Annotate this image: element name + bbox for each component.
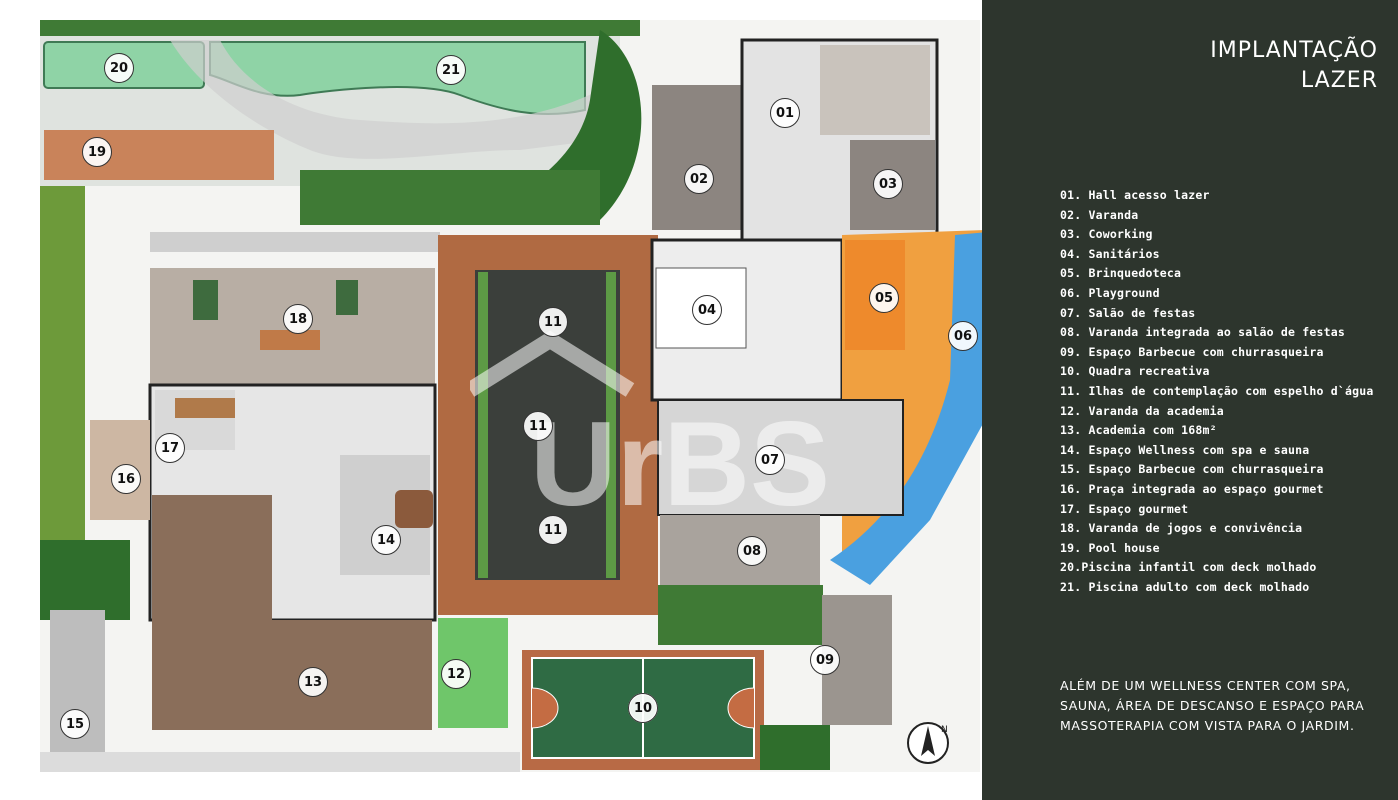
legend-item: 01. Hall acesso lazer [1060,188,1210,202]
legend-item: 14. Espaço Wellness com spa e sauna [1060,442,1310,457]
description-line-2: SAUNA, ÁREA DE DESCANSO E ESPAÇO PARA [1060,698,1365,713]
walkway-bottom [40,752,520,772]
map-label-03: 03 [873,169,903,199]
watermark-text: UrBS [530,397,830,520]
title-line-1: IMPLANTAÇÃO [1210,38,1378,63]
varanda-02 [652,85,742,230]
legend-item: 11. Ilhas de contemplação com espelho d`… [1060,383,1374,398]
hedge-top [40,20,640,36]
trees-left [40,540,130,620]
legend-item: 15. Espaço Barbecue com churrasqueira [1060,462,1324,477]
legend-item: 04. Sanitários [1060,246,1160,261]
court-key-left [531,687,559,729]
trees-bottom [760,725,830,770]
legend-item: 09. Espaço Barbecue com churrasqueira [1060,344,1324,359]
map-label-16: 16 [111,464,141,494]
legend-item: 16. Praça integrada ao espaço gourmet [1060,481,1324,496]
walkway-curve [170,40,600,159]
legend-item: 08. Varanda integrada ao salão de festas [1060,325,1345,340]
legend-item: 12. Varanda da academia [1060,403,1224,418]
north-compass-icon: N [907,722,949,764]
legend-list: 01. Hall acesso lazer 02. Varanda 03. Co… [1060,186,1373,597]
map-label-04: 04 [692,295,722,325]
legend-item: 07. Salão de festas [1060,305,1196,320]
deck-pool-house [44,130,274,180]
map-label-14: 14 [371,525,401,555]
legend-item: 10. Quadra recreativa [1060,364,1210,379]
court-key-right [727,687,755,729]
barbecue-15 [50,610,105,765]
game-table-2 [336,280,358,315]
map-label-12: 12 [441,659,471,689]
map-label-10: 10 [628,693,658,723]
sofa-set [260,330,320,350]
title-line-2: LAZER [1300,68,1378,93]
description-line-1: ALÉM DE UM WELLNESS CENTER COM SPA, [1060,678,1351,693]
legend-item: 05. Brinquedoteca [1060,266,1182,281]
map-label-02: 02 [684,164,714,194]
hedge-mid [300,170,600,225]
map-label-11-top: 11 [538,307,568,337]
page-title: IMPLANTAÇÃO LAZER [1210,36,1378,96]
hall-lobby [820,45,930,135]
spa-tub [395,490,433,528]
map-label-09: 09 [810,645,840,675]
legend-item: 17. Espaço gourmet [1060,501,1189,516]
map-label-13: 13 [298,667,328,697]
playground-water [830,230,1010,585]
legend-item: 13. Academia com 168m² [1060,423,1217,438]
map-label-05: 05 [869,283,899,313]
map-label-15: 15 [60,709,90,739]
legend-item: 06. Playground [1060,285,1160,300]
watermark-roof [470,330,635,397]
map-label-11-bottom: 11 [538,515,568,545]
description-line-3: MASSOTERAPIA COM VISTA PARA O JARDIM. [1060,718,1355,733]
map-label-11-mid: 11 [523,411,553,441]
gourmet-table [175,398,235,418]
map-label-20: 20 [104,53,134,83]
map-label-21: 21 [436,55,466,85]
path-top-left [150,232,440,252]
legend-item: 18. Varanda de jogos e convivência [1060,521,1303,536]
legend-item: 03. Coworking [1060,227,1153,242]
hedge-water-left [478,272,488,578]
map-label-06: 06 [948,321,978,351]
compass-label: N [941,725,948,735]
legend-item: 02. Varanda [1060,207,1139,222]
map-label-07: 07 [755,445,785,475]
map-label-08: 08 [737,536,767,566]
hedge-water-right [606,272,616,578]
map-label-19: 19 [82,137,112,167]
legend-item: 21. Piscina adulto com deck molhado [1060,579,1310,594]
map-label-17: 17 [155,433,185,463]
map-label-01: 01 [770,98,800,128]
game-table-1 [193,280,218,320]
hedge-right-bottom [658,585,823,645]
description-text: ALÉM DE UM WELLNESS CENTER COM SPA, SAUN… [1060,676,1380,736]
legend-item: 19. Pool house [1060,540,1160,555]
legend-panel: IMPLANTAÇÃO LAZER 01. Hall acesso lazer … [982,0,1398,800]
gym-floor-2 [152,620,432,730]
legend-item: 20.Piscina infantil com deck molhado [1060,560,1317,575]
map-label-18: 18 [283,304,313,334]
